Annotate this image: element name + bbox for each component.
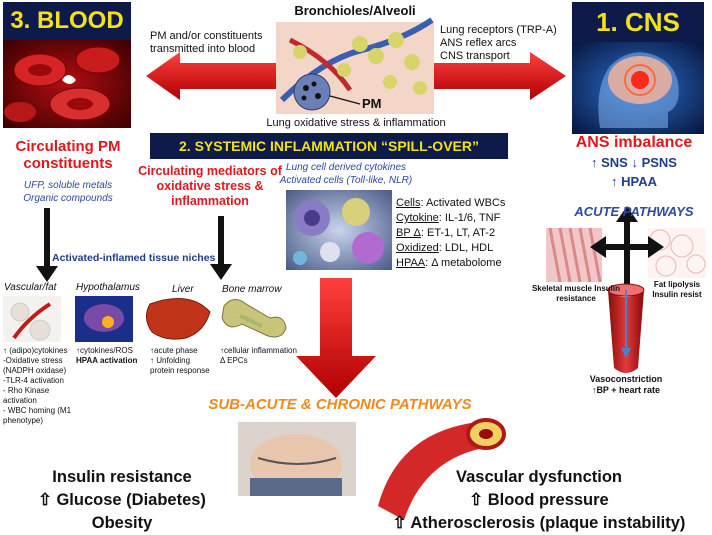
outcome-vascular-dysfunction: Vascular dysfunction xyxy=(456,468,622,486)
mediator-item: Oxidized: LDL, HDL xyxy=(396,241,505,256)
lung-caption: Lung oxidative stress & inflammation xyxy=(266,117,446,129)
mediators-heading: Circulating mediators of oxidative stres… xyxy=(138,164,282,208)
systemic-title-box: 2. SYSTEMIC INFLAMMATION “SPILL-OVER” xyxy=(150,133,508,159)
chronic-right-outcomes: Vascular dysfunction ⇧ Blood pressure ⇧ … xyxy=(370,466,708,535)
arrow-central-down xyxy=(296,278,376,398)
plaque-artery-image xyxy=(378,418,506,520)
bone-marrow-title: Bone marrow xyxy=(222,284,282,295)
liver-title: Liver xyxy=(172,284,194,295)
mediator-key: Cytokine xyxy=(396,212,439,224)
inflammatory-cells-image xyxy=(286,190,392,270)
mediator-item: Cytokine: IL-1/6, TNF xyxy=(396,211,505,226)
liver-line: protein response xyxy=(150,366,210,375)
blood-title-box: 3. BLOOD xyxy=(3,2,131,40)
pm-label: PM xyxy=(362,96,382,111)
vascular-line: - Rho Kinase activation xyxy=(3,386,50,405)
vascular-line: -Oxidative stress xyxy=(3,356,63,365)
tissue-niches-label: Activated-inflamed tissue niches xyxy=(52,252,216,264)
hypothalamus-title: Hypothalamus xyxy=(76,282,140,293)
vascular-line: ↑ (adipo)cytokines xyxy=(3,346,68,355)
mediator-key: Oxidized xyxy=(396,242,439,254)
ans-imbalance-heading: ANS imbalance xyxy=(575,134,693,151)
outcome-blood-pressure: ⇧ Blood pressure xyxy=(469,491,609,509)
mediator-list: Cells: Activated WBCs Cytokine: IL-1/6, … xyxy=(396,196,505,271)
vascular-line: - WBC homing (M1 phenotype) xyxy=(3,406,72,425)
mediator-value: : Δ metabolome xyxy=(425,257,502,269)
liver-details: ↑acute phase ↑ Unfolding protein respons… xyxy=(150,346,224,376)
mediator-value: : Activated WBCs xyxy=(420,197,506,209)
mediator-item: HPAA: Δ metabolome xyxy=(396,256,505,271)
mediator-value: : ET-1, LT, AT-2 xyxy=(420,227,496,239)
mediator-key: BP Δ xyxy=(396,227,421,239)
acute-pathways-title: ACUTE PATHWAYS xyxy=(574,204,694,219)
liver-line: ↑ Unfolding xyxy=(150,356,191,365)
arrow-lung-to-cns xyxy=(434,52,566,100)
hypothalamus-line-1: ↑cytokines/ROS xyxy=(76,346,133,355)
vascular-fat-image xyxy=(3,296,61,342)
brain-head-image xyxy=(572,42,704,134)
sns-psns-line: ↑ SNS ↓ PSNS xyxy=(591,155,677,170)
right-arrow-caption: Lung receptors (TRP-A) ANS reflex arcs C… xyxy=(440,24,570,63)
outcome-insulin-resistance: Insulin resistance xyxy=(52,468,192,486)
bone-marrow-details: ↑cellular inflammation Δ EPCs xyxy=(220,346,310,366)
mediator-value: : IL-1/6, TNF xyxy=(438,212,501,224)
hypothalamus-details: ↑cytokines/ROS HPAA activation xyxy=(76,346,146,366)
marrow-line: ↑cellular inflammation xyxy=(220,346,297,355)
outcome-obesity: Obesity xyxy=(91,514,153,532)
fat-lipolysis-label: Fat lipolysis Insulin resist xyxy=(652,280,702,299)
blood-sub-2: Organic compounds xyxy=(23,193,113,204)
skeletal-muscle-label: Skeletal muscle Insulin resistance xyxy=(531,284,621,303)
vascular-fat-details: ↑ (adipo)cytokines -Oxidative stress (NA… xyxy=(3,346,75,426)
vasoconstriction-label: Vasoconstriction xyxy=(589,374,663,384)
left-arrow-caption: PM and/or constituents transmitted into … xyxy=(150,30,263,55)
cytokines-line-1: Lung cell derived cytokines xyxy=(285,162,407,173)
fat-tissue-image xyxy=(648,228,706,278)
right-caption-line-2: ANS reflex arcs xyxy=(440,37,517,49)
outcome-glucose: ⇧ Glucose (Diabetes) xyxy=(38,491,206,509)
skeletal-muscle-image xyxy=(546,227,602,283)
arrow-lung-to-blood xyxy=(146,52,276,100)
blood-heading: Circulating PM constituents xyxy=(15,138,121,172)
chronic-left-outcomes: Insulin resistance ⇧ Glucose (Diabetes) … xyxy=(4,466,240,535)
vascular-line: (NADPH oxidase) xyxy=(3,366,67,375)
right-caption-line-1: Lung receptors (TRP-A) xyxy=(440,24,557,36)
cns-title-box: 1. CNS xyxy=(572,2,704,42)
blood-cells-image xyxy=(3,40,131,128)
vascular-line: -TLR-4 activation xyxy=(3,376,64,385)
vascular-fat-title: Vascular/fat xyxy=(4,282,57,293)
mediator-key: Cells xyxy=(396,197,421,209)
liver-line: ↑acute phase xyxy=(150,346,198,355)
hpaa-line: ↑ HPAA xyxy=(611,174,657,189)
blood-sub-1: UFP, soluble metals xyxy=(23,180,113,191)
obesity-photo xyxy=(238,422,356,496)
right-caption-line-3: CNS transport xyxy=(440,50,510,62)
arrow-blood-down xyxy=(36,208,58,282)
mediator-key: HPAA xyxy=(396,257,426,269)
mediator-value: : LDL, HDL xyxy=(438,242,494,254)
acute-cross-arrows xyxy=(590,206,664,286)
hypothalamus-line-2: HPAA activation xyxy=(76,356,138,365)
chronic-pathways-title: SUB-ACUTE & CHRONIC PATHWAYS xyxy=(208,396,472,413)
liver-image xyxy=(146,298,211,340)
hypothalamus-image xyxy=(75,296,133,342)
outcome-atherosclerosis: ⇧ Atherosclerosis (plaque instability) xyxy=(392,514,686,532)
marrow-line: Δ EPCs xyxy=(220,356,248,365)
arrow-mediators-down xyxy=(210,216,232,280)
mediator-item: BP Δ: ET-1, LT, AT-2 xyxy=(396,226,505,241)
bp-heart-rate-label: ↑BP + heart rate xyxy=(591,385,661,395)
cytokines-line-2: Activated cells (Toll-like, NLR) xyxy=(279,175,413,186)
bronchioles-title: Bronchioles/Alveoli xyxy=(294,3,416,18)
bone-marrow-image xyxy=(221,299,287,338)
lung-alveoli-image xyxy=(276,17,434,114)
artery-image xyxy=(607,283,645,373)
mediator-item: Cells: Activated WBCs xyxy=(396,196,505,211)
